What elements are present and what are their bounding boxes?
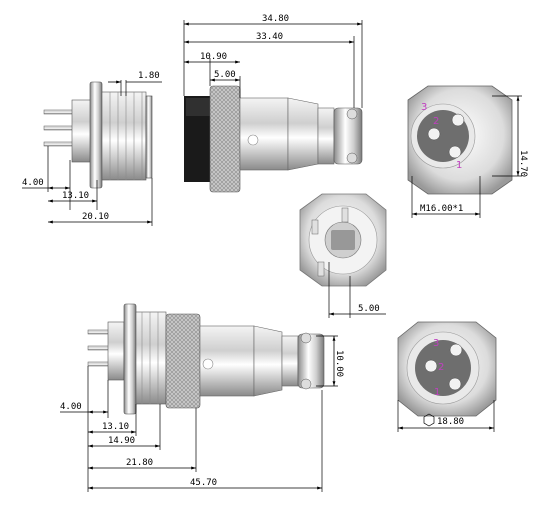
cable-sleeve bbox=[317, 107, 335, 165]
rear-slot bbox=[341, 207, 349, 223]
rear-pin bbox=[43, 125, 75, 131]
bottom-left-dimensions: 10.00 4.00 13.10 14.90 21.80 45.70 bbox=[60, 335, 344, 492]
rear-slot bbox=[317, 261, 325, 277]
plug-taper bbox=[287, 97, 319, 171]
latch-dot bbox=[247, 134, 259, 146]
dim-21-80: 21.80 bbox=[126, 458, 153, 468]
dim-20-10: 20.10 bbox=[82, 212, 109, 222]
cable-clamp bbox=[333, 107, 363, 165]
top-right-dimensions: 14.70 M16.00*1 bbox=[411, 95, 528, 218]
assembly-coupling-nut bbox=[165, 313, 201, 409]
socket-pin-label-1: 1 bbox=[434, 387, 440, 398]
socket-pin bbox=[424, 359, 438, 373]
dim-10-90: 10.90 bbox=[200, 52, 227, 62]
panel-nut bbox=[89, 81, 103, 189]
dim-1-80: 1.80 bbox=[138, 71, 160, 81]
dim-18-80: 18.80 bbox=[437, 417, 464, 427]
top-left-dimensions: 1.80 4.00 13.10 20.10 bbox=[22, 71, 162, 226]
knurled-coupling-nut bbox=[209, 85, 241, 193]
socket-pin bbox=[448, 377, 462, 391]
socket-rear-view bbox=[299, 193, 387, 287]
pin-hole bbox=[427, 127, 441, 141]
assembly-cable-clamp bbox=[297, 333, 325, 389]
dim-4-00: 4.00 bbox=[22, 178, 44, 188]
flange bbox=[145, 95, 153, 179]
dim-45-70: 45.70 bbox=[190, 478, 217, 488]
assembled-side-view bbox=[87, 303, 325, 415]
socket-pin bbox=[449, 343, 463, 357]
assembly-nut bbox=[123, 303, 137, 415]
clamp-screw bbox=[346, 108, 358, 120]
dim-13-10: 13.10 bbox=[62, 191, 89, 201]
pin-hole bbox=[451, 113, 465, 127]
top-middle-dimensions: 34.80 33.40 10.90 5.00 bbox=[183, 14, 363, 108]
assembly-insulator bbox=[107, 321, 125, 381]
dim-5-00-mid: 5.00 bbox=[358, 304, 380, 314]
panel-socket-side-view bbox=[43, 81, 153, 189]
assembly-taper bbox=[253, 325, 283, 397]
clamp-screw bbox=[346, 152, 358, 164]
rear-pin bbox=[43, 109, 75, 115]
socket-face-view: 3 2 1 bbox=[397, 321, 497, 417]
rear-pin bbox=[43, 141, 75, 147]
pin-label-1: 1 bbox=[456, 160, 462, 171]
dim-10-00: 10.00 bbox=[334, 350, 344, 377]
dim-34-80: 34.80 bbox=[262, 14, 289, 24]
dim-4-00-bottom: 4.00 bbox=[60, 402, 82, 412]
pin-label-3: 3 bbox=[421, 102, 427, 113]
dim-5-00-top: 5.00 bbox=[214, 70, 236, 80]
socket-pin-label-3: 3 bbox=[433, 338, 439, 349]
pin-label-2: 2 bbox=[433, 116, 439, 127]
threaded-body bbox=[101, 91, 147, 181]
bottom-right-dimensions: 18.80 bbox=[397, 400, 495, 432]
dim-13-10-bottom: 13.10 bbox=[102, 422, 129, 432]
dim-14-90: 14.90 bbox=[108, 436, 135, 446]
dim-m16: M16.00*1 bbox=[420, 204, 463, 214]
pin-hole bbox=[448, 145, 462, 159]
plug-body bbox=[239, 97, 289, 171]
hex-symbol-icon bbox=[423, 413, 435, 427]
dim-33-40: 33.40 bbox=[256, 32, 283, 42]
dim-14-70: 14.70 bbox=[518, 150, 528, 177]
middle-dimensions: 5.00 bbox=[328, 262, 386, 318]
socket-pin-label-2: 2 bbox=[438, 362, 444, 373]
assembly-thread bbox=[135, 311, 167, 405]
plug-side-view bbox=[184, 85, 363, 193]
plug-face-view: 3 2 1 bbox=[407, 85, 513, 195]
rear-slot bbox=[311, 219, 319, 235]
